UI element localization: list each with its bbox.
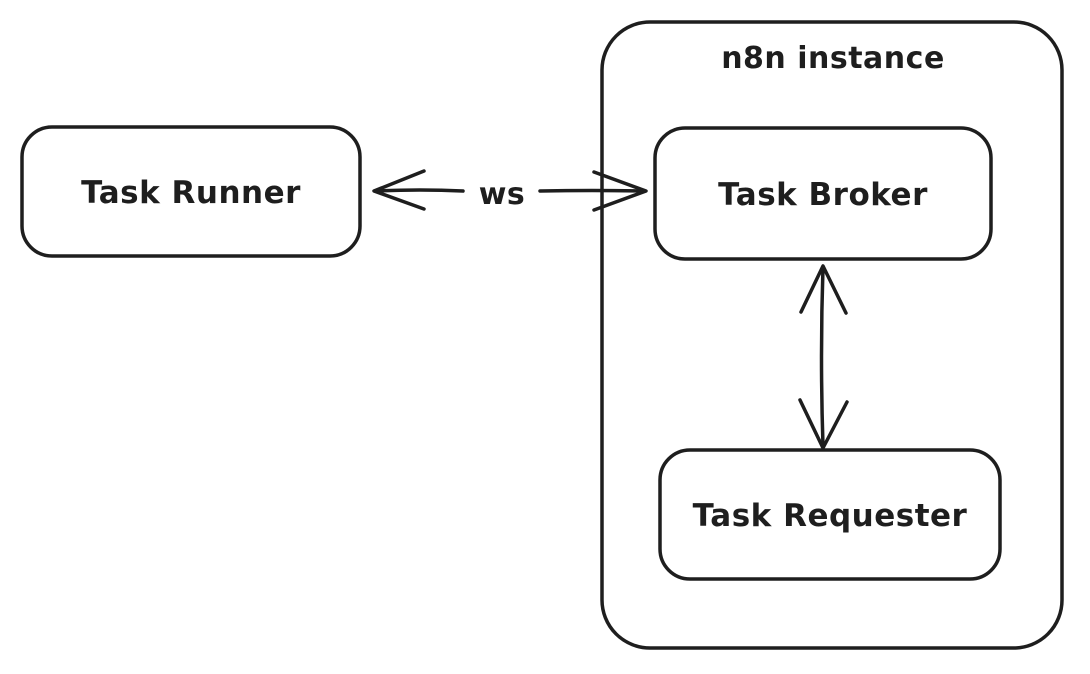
task-requester-label: Task Requester	[693, 498, 968, 534]
edge-broker-requester	[798, 264, 849, 450]
edge-runner-broker-shaft-right	[538, 188, 646, 193]
arrowhead-right-icon	[592, 170, 648, 212]
edge-runner-broker-shaft-left	[374, 188, 465, 193]
task-broker-label: Task Broker	[718, 177, 928, 213]
edge-broker-requester-shaft	[819, 265, 825, 448]
arrowhead-down-icon	[798, 398, 849, 450]
arrowhead-up-icon	[799, 264, 848, 315]
task-requester-shape	[658, 448, 1002, 581]
edge-runner-broker: ws	[372, 169, 648, 212]
task-runner-shape	[20, 125, 362, 258]
task-runner-node: Task Runner	[20, 125, 362, 258]
task-runner-label: Task Runner	[81, 175, 301, 211]
task-broker-shape	[653, 126, 993, 261]
n8n-instance-container: n8n instance	[600, 20, 1064, 650]
arrowhead-left-icon	[372, 169, 426, 211]
edge-ws-label: ws	[479, 177, 526, 212]
n8n-instance-container-shape	[600, 20, 1064, 650]
n8n-instance-label: n8n instance	[721, 41, 945, 76]
task-requester-node: Task Requester	[658, 448, 1002, 581]
task-broker-node: Task Broker	[653, 126, 993, 261]
